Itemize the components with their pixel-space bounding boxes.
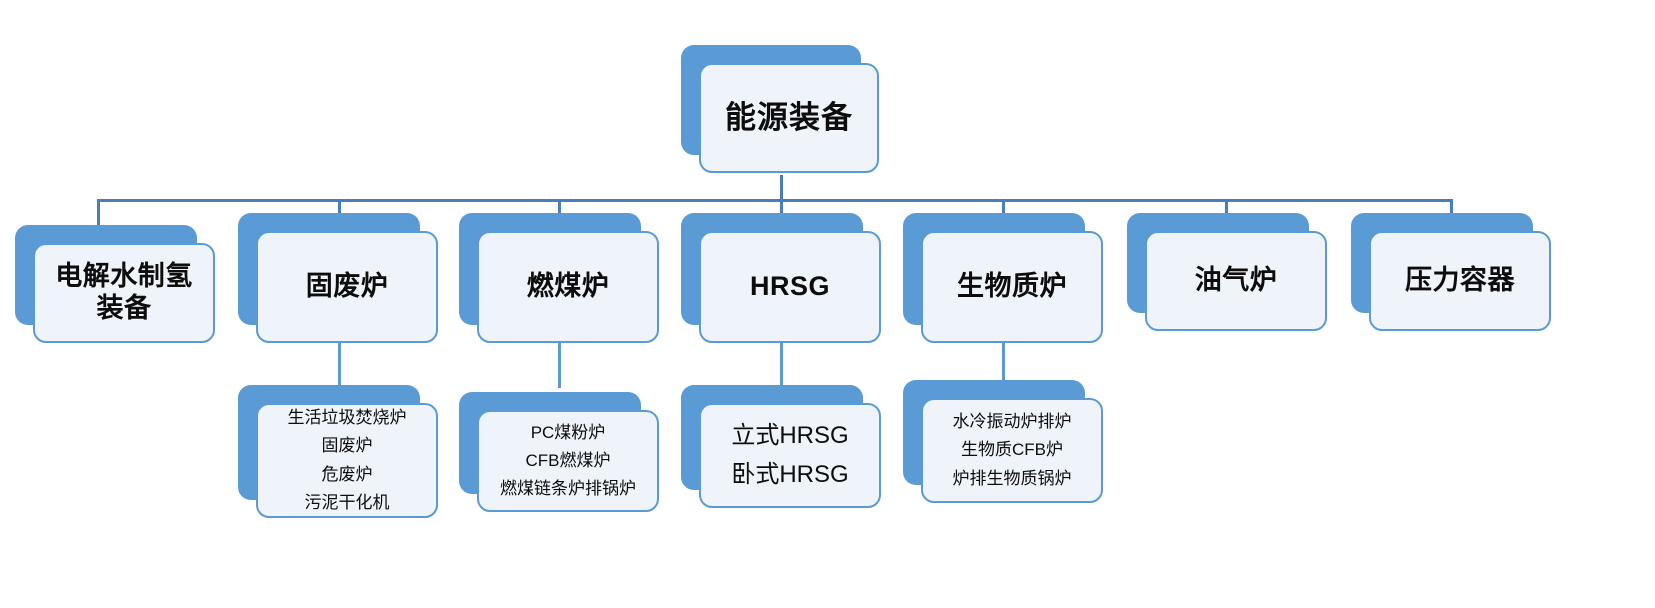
node-face: 燃煤炉 [477, 231, 659, 343]
node-category-pressure-vessel[interactable]: 压力容器 [1351, 213, 1551, 331]
connector-drop-4 [780, 199, 783, 225]
node-label: 能源装备 [725, 99, 853, 135]
node-leaf-biomass-list[interactable]: 水冷振动炉排炉 生物质CFB炉 炉排生物质锅炉 [903, 380, 1103, 503]
node-face: 能源装备 [699, 63, 879, 173]
node-face: 固废炉 [256, 231, 438, 343]
connector-leaf-hrsg [780, 340, 783, 388]
node-face: 压力容器 [1369, 231, 1551, 331]
node-face: 生物质炉 [921, 231, 1103, 343]
node-label: 电解水制氢 装备 [55, 261, 193, 323]
node-leaf-solid-waste-list[interactable]: 生活垃圾焚烧炉 固废炉 危废炉 污泥干化机 [238, 385, 438, 518]
connector-drop-2 [338, 199, 341, 225]
node-label: PC煤粉炉 CFB燃煤炉 燃煤链条炉排锅炉 [500, 422, 636, 499]
node-face: 生活垃圾焚烧炉 固废炉 危废炉 污泥干化机 [256, 403, 438, 518]
node-label: 燃煤炉 [526, 271, 610, 302]
connector-leaf-biomass [1002, 340, 1005, 388]
node-face: 立式HRSG 卧式HRSG [699, 403, 881, 508]
node-label: 生物质炉 [957, 271, 1067, 302]
node-face: 油气炉 [1145, 231, 1327, 331]
node-category-hrsg[interactable]: HRSG [681, 213, 881, 343]
node-face: PC煤粉炉 CFB燃煤炉 燃煤链条炉排锅炉 [477, 410, 659, 512]
node-category-biomass-furnace[interactable]: 生物质炉 [903, 213, 1103, 343]
node-leaf-coal-list[interactable]: PC煤粉炉 CFB燃煤炉 燃煤链条炉排锅炉 [459, 392, 659, 512]
node-label: HRSG [749, 271, 830, 302]
node-category-electrolysis-hydrogen[interactable]: 电解水制氢 装备 [15, 225, 215, 343]
connector-bus [97, 199, 1452, 202]
node-label: 立式HRSG 卧式HRSG [731, 422, 849, 488]
node-leaf-hrsg-list[interactable]: 立式HRSG 卧式HRSG [681, 385, 881, 508]
connector-drop-7 [1450, 199, 1453, 225]
connector-drop-5 [1002, 199, 1005, 225]
node-label: 固废炉 [305, 271, 389, 302]
node-label: 水冷振动炉排炉 生物质CFB炉 炉排生物质锅炉 [952, 412, 1072, 488]
connector-root-stem [780, 175, 783, 201]
connector-leaf-coal [558, 340, 561, 388]
connector-drop-1 [97, 199, 100, 225]
node-face: HRSG [699, 231, 881, 343]
node-category-solid-waste-furnace[interactable]: 固废炉 [238, 213, 438, 343]
node-label: 生活垃圾焚烧炉 固废炉 危废炉 污泥干化机 [287, 408, 407, 512]
node-face: 电解水制氢 装备 [33, 243, 215, 343]
node-label: 压力容器 [1405, 265, 1515, 296]
node-root-energy-equipment[interactable]: 能源装备 [681, 45, 879, 173]
connector-leaf-solid-waste [338, 340, 341, 388]
node-category-oil-gas-furnace[interactable]: 油气炉 [1127, 213, 1327, 331]
node-face: 水冷振动炉排炉 生物质CFB炉 炉排生物质锅炉 [921, 398, 1103, 503]
connector-drop-3 [558, 199, 561, 225]
node-category-coal-furnace[interactable]: 燃煤炉 [459, 213, 659, 343]
node-label: 油气炉 [1194, 265, 1278, 296]
connector-drop-6 [1225, 199, 1228, 225]
